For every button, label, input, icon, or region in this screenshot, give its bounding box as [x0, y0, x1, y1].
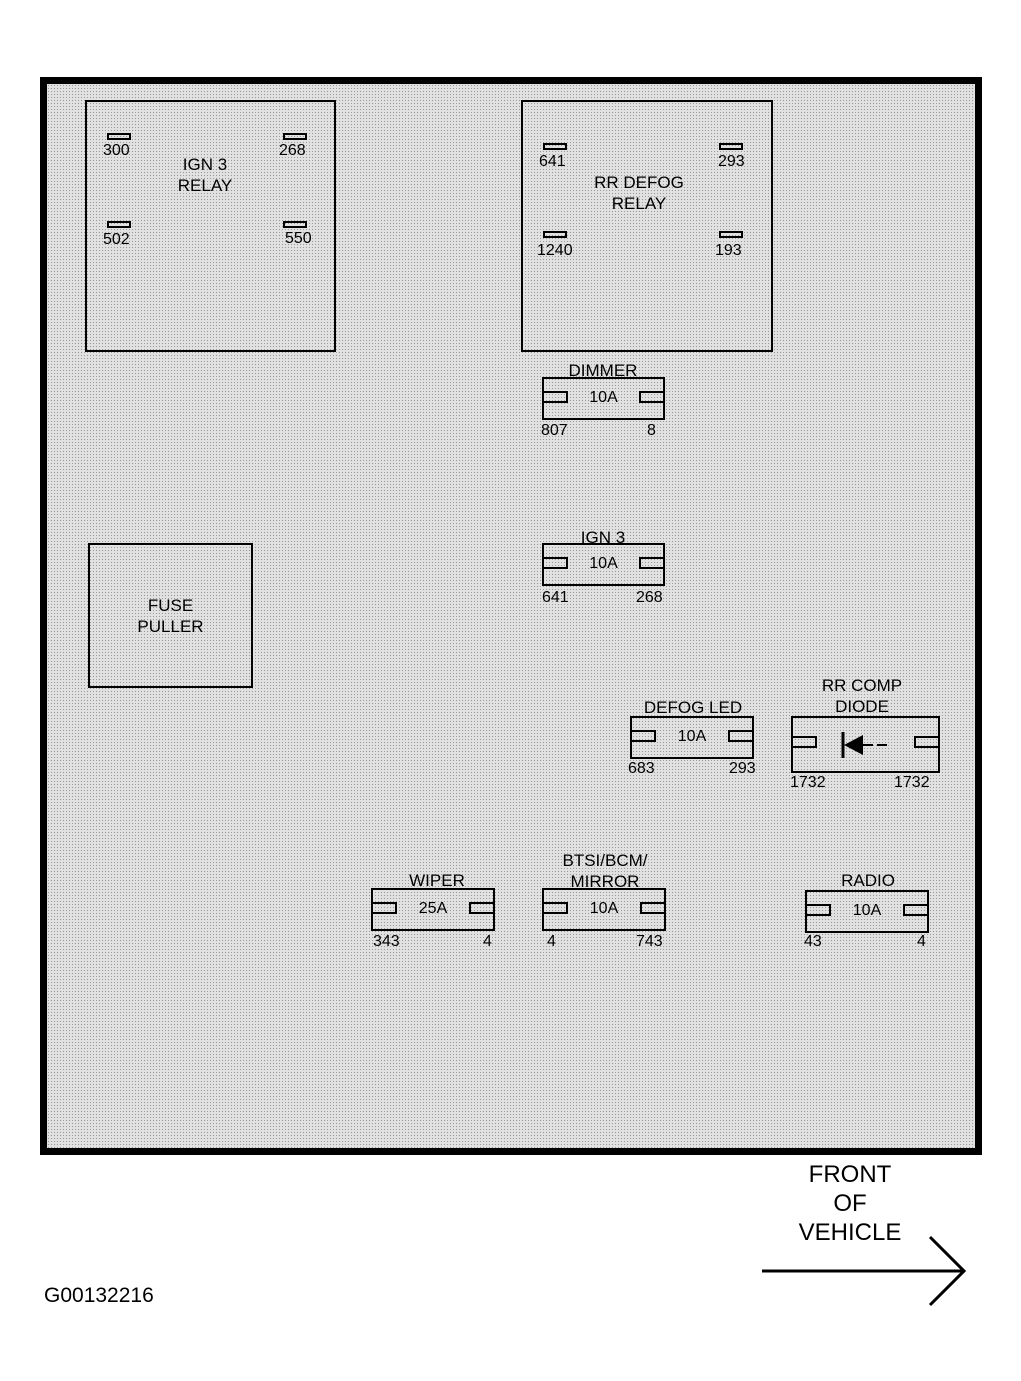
defog-led-fuse[interactable]: 10A: [630, 716, 754, 759]
rr-defog-relay-slot-4: [719, 231, 743, 238]
ign3-relay-slot-4: [283, 221, 307, 228]
ign3-fuse-rating: 10A: [589, 555, 618, 572]
radio-fuse-right-pin: 4: [917, 933, 926, 950]
ign3-relay-pin-3: 502: [103, 231, 130, 248]
rr-comp-diode[interactable]: [791, 716, 940, 773]
ign3-fuse-right-terminal: [639, 557, 665, 569]
dimmer-fuse-right-pin: 8: [647, 422, 656, 439]
wiper-fuse-title: WIPER: [409, 871, 465, 890]
wiper-fuse-right-pin: 4: [483, 933, 492, 950]
rr-defog-relay-slot-2: [719, 143, 743, 150]
wiper-fuse-left-pin: 343: [373, 933, 400, 950]
fuse-puller[interactable]: FUSE PULLER: [88, 543, 253, 688]
dimmer-fuse-title: DIMMER: [568, 361, 638, 380]
rr-comp-diode-right-terminal: [914, 736, 940, 748]
btsi-fuse[interactable]: 10A: [542, 888, 666, 931]
btsi-fuse-left-pin: 4: [547, 933, 556, 950]
figure-id: G00132216: [44, 1284, 154, 1307]
btsi-fuse-title: BTSI/BCM/ MIRROR: [562, 851, 648, 891]
rr-defog-relay-pin-1: 641: [539, 153, 566, 170]
ign3-fuse-left-terminal: [542, 557, 568, 569]
rr-defog-relay: 641 293 1240 193 RR DEFOG RELAY: [521, 100, 773, 352]
defog-led-fuse-left-pin: 683: [628, 760, 655, 777]
ign3-relay-label: IGN 3 RELAY: [177, 155, 233, 195]
ign3-relay-slot-1: [107, 133, 131, 140]
ign3-fuse-left-pin: 641: [542, 589, 569, 606]
defog-led-fuse-rating: 10A: [677, 728, 707, 745]
rr-defog-relay-pin-4: 193: [715, 242, 742, 259]
rr-comp-diode-right-pin: 1732: [894, 774, 930, 791]
radio-fuse-right-terminal: [903, 904, 929, 916]
radio-fuse-left-pin: 43: [804, 933, 822, 950]
fuse-puller-label: FUSE PULLER: [137, 596, 204, 636]
fuse-block-panel: 300 268 502 550 IGN 3 RELAY 641 293 1240…: [40, 77, 982, 1155]
btsi-fuse-left-terminal: [542, 902, 568, 914]
wiper-fuse[interactable]: 25A: [371, 888, 495, 931]
defog-led-fuse-right-pin: 293: [729, 760, 756, 777]
radio-fuse-rating: 10A: [852, 902, 882, 919]
radio-fuse-title: RADIO: [841, 871, 895, 890]
wiper-fuse-right-terminal: [469, 902, 495, 914]
dimmer-fuse-right-terminal: [639, 391, 665, 403]
wiper-fuse-rating: 25A: [418, 900, 448, 917]
rr-defog-relay-label: RR DEFOG RELAY: [594, 173, 684, 213]
radio-fuse-left-terminal: [805, 904, 831, 916]
rr-defog-relay-pin-3: 1240: [537, 242, 573, 259]
dimmer-fuse-left-terminal: [542, 391, 568, 403]
radio-fuse[interactable]: 10A: [805, 890, 929, 933]
rr-comp-diode-left-terminal: [791, 736, 817, 748]
defog-led-fuse-left-terminal: [630, 730, 656, 742]
ign3-fuse[interactable]: 10A: [542, 543, 665, 586]
rr-defog-relay-slot-1: [543, 143, 567, 150]
defog-led-fuse-right-terminal: [728, 730, 754, 742]
arrow-right-icon: [762, 1235, 967, 1307]
ign3-relay: 300 268 502 550 IGN 3 RELAY: [85, 100, 336, 352]
ign3-relay-pin-4: 550: [285, 230, 312, 247]
ign3-relay-slot-3: [107, 221, 131, 228]
wiper-fuse-left-terminal: [371, 902, 397, 914]
ign3-relay-pin-2: 268: [279, 142, 306, 159]
ign3-fuse-right-pin: 268: [636, 589, 663, 606]
diode-symbol-icon: [841, 732, 887, 758]
btsi-fuse-right-terminal: [640, 902, 666, 914]
front-of-vehicle-label: FRONT OF VEHICLE: [798, 1161, 902, 1246]
dimmer-fuse-rating: 10A: [589, 389, 618, 406]
rr-defog-relay-slot-3: [543, 231, 567, 238]
ign3-relay-slot-2: [283, 133, 307, 140]
rr-comp-diode-title: RR COMP DIODE: [821, 676, 903, 716]
ign3-fuse-title: IGN 3: [580, 528, 626, 547]
defog-led-fuse-title: DEFOG LED: [643, 698, 743, 717]
dimmer-fuse-left-pin: 807: [541, 422, 568, 439]
rr-defog-relay-pin-2: 293: [718, 153, 745, 170]
btsi-fuse-rating: 10A: [589, 900, 619, 917]
rr-comp-diode-left-pin: 1732: [790, 774, 826, 791]
ign3-relay-pin-1: 300: [103, 142, 130, 159]
dimmer-fuse[interactable]: 10A: [542, 377, 665, 420]
btsi-fuse-right-pin: 743: [636, 933, 663, 950]
